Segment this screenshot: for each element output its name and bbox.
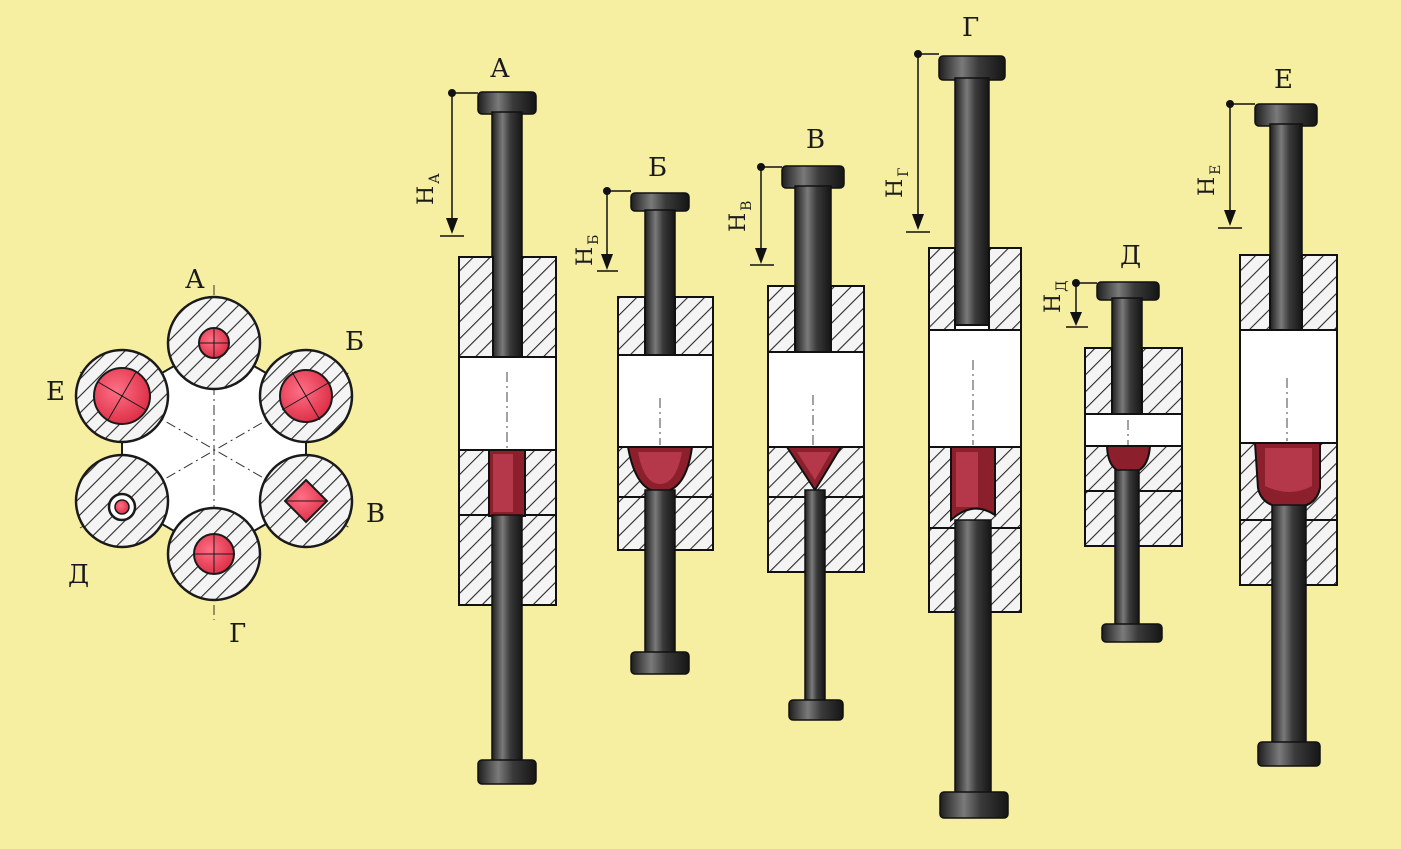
- turret-station-d: [74, 453, 170, 549]
- station-v-lower-punch: [804, 489, 826, 706]
- station-b-lower-punch: [644, 489, 676, 656]
- station-e-chamber: [1239, 329, 1338, 444]
- station-g-workpiece: [950, 446, 996, 523]
- station-g: НГ Г: [883, 13, 1022, 819]
- station-d-upper-punch: [1111, 297, 1143, 417]
- station-v-chamber: [767, 351, 865, 448]
- turret-station-v: [258, 453, 354, 549]
- station-g-label: Г: [962, 13, 979, 43]
- station-b: НБ Б: [573, 153, 714, 675]
- station-g-chamber: [928, 329, 1022, 448]
- station-e-label: Е: [1274, 65, 1293, 95]
- station-g-upper-punch: [954, 77, 990, 354]
- station-d-stroke-label: НД: [1041, 280, 1070, 313]
- station-a-label: А: [490, 54, 510, 84]
- station-b-upper-punch: [644, 209, 676, 371]
- turret-station-a: [166, 295, 262, 391]
- turret-station-e: [74, 348, 170, 444]
- turret-station-g: [166, 506, 262, 602]
- station-v-stroke-label: НВ: [726, 201, 755, 232]
- station-b-chamber: [617, 354, 714, 448]
- turret-label-a: А: [185, 265, 205, 295]
- station-a-stroke-label: НА: [414, 173, 443, 205]
- station-d: НД Д: [1041, 241, 1183, 643]
- station-g-lower-punch: [954, 519, 992, 796]
- station-d-chamber: [1084, 413, 1183, 447]
- station-a: НА А: [414, 54, 557, 785]
- turret-label-v: В: [366, 499, 385, 529]
- turret-label-g: Г: [229, 619, 246, 649]
- station-d-label: Д: [1120, 241, 1141, 271]
- station-v: НВ В: [726, 125, 865, 721]
- turret-top-view: А Б В Г Д Е: [46, 265, 385, 649]
- station-v-upper-punch: [794, 185, 832, 355]
- turret-label-d: Д: [68, 560, 89, 590]
- station-a-upper-punch-head: [477, 91, 537, 115]
- turret-label-b: Б: [345, 327, 364, 357]
- turret-label-e: Е: [46, 377, 65, 407]
- station-v-label: В: [806, 125, 825, 155]
- station-b-label: Б: [648, 153, 667, 183]
- station-e: НЕ Е: [1195, 65, 1338, 767]
- station-d-lower-punch: [1114, 469, 1140, 629]
- station-a-upper-punch: [491, 111, 523, 371]
- station-b-stroke-label: НБ: [573, 235, 602, 266]
- turret-station-b: [258, 348, 354, 444]
- station-e-upper-punch: [1269, 123, 1303, 335]
- station-e-lower-punch: [1271, 504, 1307, 746]
- station-a-lower-punch: [491, 514, 523, 766]
- station-g-stroke-label: НГ: [883, 168, 912, 198]
- station-a-workpiece: [488, 449, 526, 517]
- station-e-stroke-label: НЕ: [1195, 165, 1224, 196]
- station-v-workpiece: [785, 446, 843, 492]
